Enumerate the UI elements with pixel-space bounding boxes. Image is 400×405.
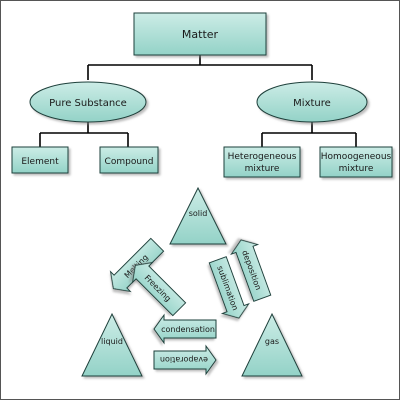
- homogeneous-label-line2: mixture: [339, 164, 374, 174]
- solid-phase-triangle: solid: [169, 186, 227, 245]
- element-label: Element: [21, 157, 59, 167]
- heterogeneous-label-line1: Heterogeneous: [228, 152, 297, 162]
- pure-substance-node: Pure Substance: [29, 81, 147, 123]
- homogeneous-label-line1: Homoogeneous: [321, 152, 392, 162]
- homogeneous-mixture-node: Homoogeneous mixture: [319, 146, 393, 178]
- gas-phase-triangle: gas: [241, 312, 303, 377]
- gas-label: gas: [265, 337, 279, 346]
- freezing-arrow: Freezing: [131, 261, 187, 317]
- mixture-node: Mixture: [256, 81, 368, 123]
- liquid-phase-triangle: liquid: [81, 312, 143, 377]
- heterogeneous-label-line2: mixture: [245, 164, 280, 174]
- matter-label: Matter: [182, 28, 219, 41]
- pure-substance-label: Pure Substance: [49, 98, 127, 109]
- liquid-label: liquid: [101, 337, 123, 346]
- evaporation-label: evaporation: [160, 355, 208, 364]
- solid-label: solid: [189, 209, 208, 218]
- compound-label: Compound: [105, 157, 154, 167]
- condensation-label: condensation: [161, 325, 215, 334]
- connector-lines: [39, 55, 357, 147]
- evaporation-arrow: evaporation: [153, 344, 217, 376]
- matter-node: Matter: [133, 12, 267, 56]
- compound-node: Compound: [99, 146, 159, 174]
- deposition-arrow: deposition: [230, 239, 272, 302]
- heterogeneous-mixture-node: Heterogeneous mixture: [223, 146, 301, 178]
- condensation-arrow: condensation: [153, 313, 217, 345]
- element-node: Element: [11, 146, 69, 174]
- mixture-label: Mixture: [293, 98, 331, 109]
